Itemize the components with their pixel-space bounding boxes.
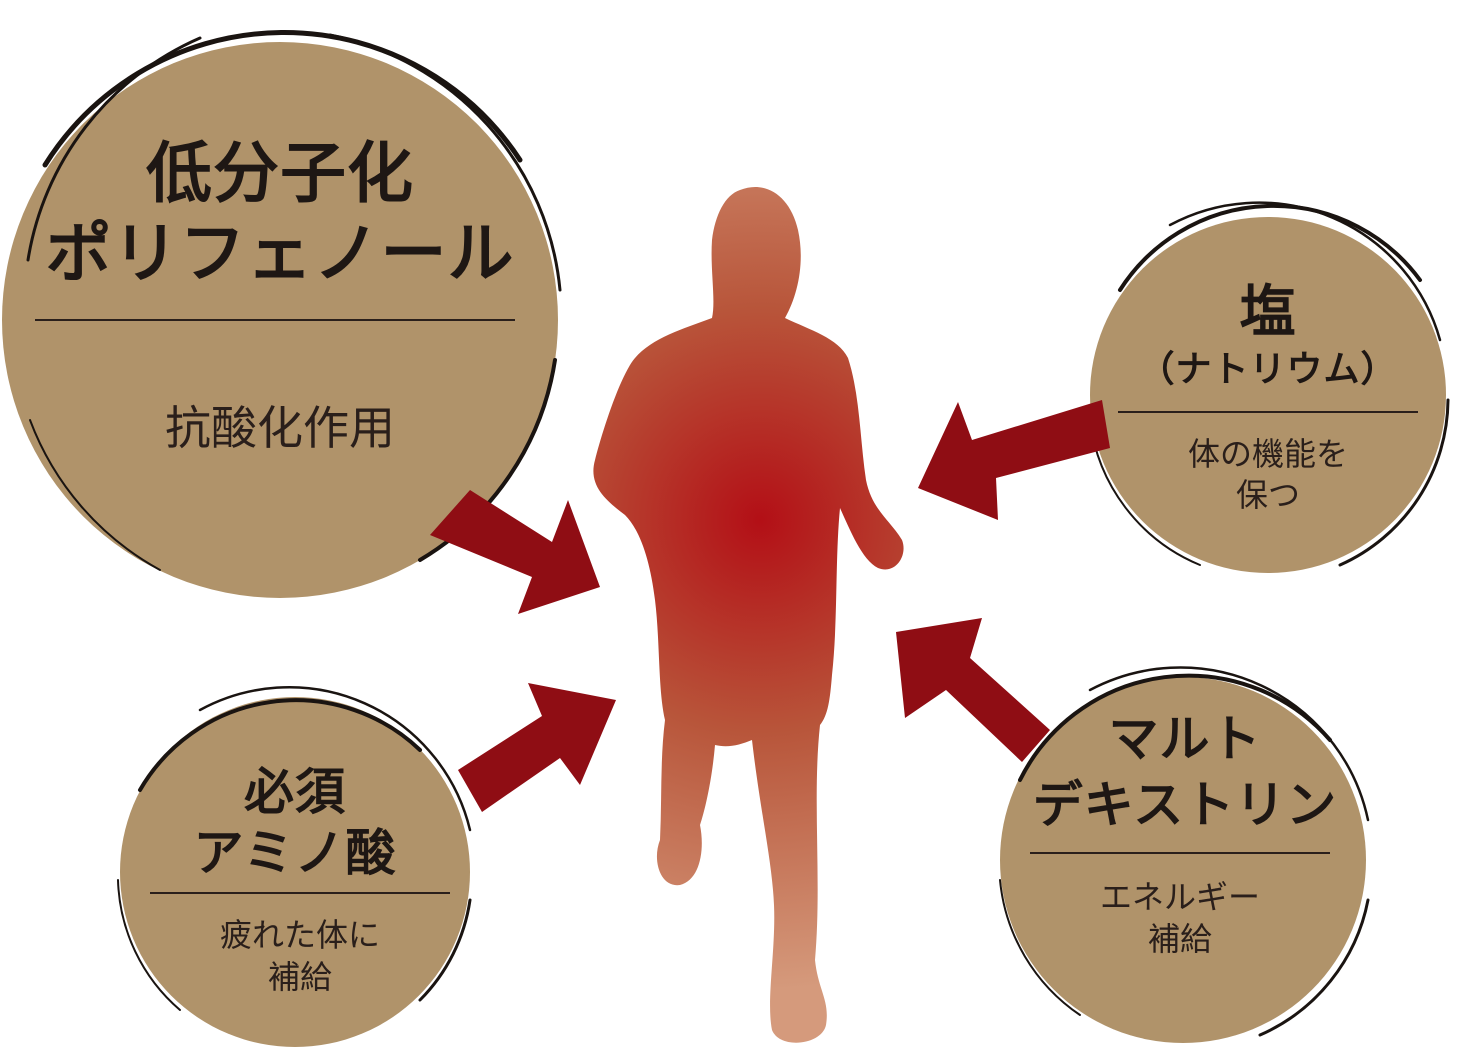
arrow-maltodextrin (896, 618, 1050, 762)
polyphenol-desc: 抗酸化作用 (165, 401, 395, 455)
runner-silhouette (593, 186, 904, 1043)
salt-divider (1118, 411, 1418, 413)
arrow-polyphenol (430, 490, 600, 614)
maltodextrin-desc-line1: エネルギー (1099, 878, 1260, 916)
polyphenol-title-line1: 低分子化 (146, 135, 414, 212)
salt-desc-line2: 保つ (1235, 476, 1300, 514)
amino-desc-line1: 疲れた体に (219, 916, 380, 954)
salt-title-line2: （ナトリウム） (1138, 349, 1398, 390)
circle-salt (1089, 201, 1450, 573)
polyphenol-divider (35, 319, 515, 321)
maltodextrin-desc-line2: 補給 (1147, 920, 1212, 958)
circle-amino (117, 686, 472, 1047)
amino-divider (150, 892, 450, 894)
amino-desc-line2: 補給 (267, 958, 332, 996)
arrow-amino (458, 683, 616, 812)
amino-title-line1: 必須 (244, 763, 346, 821)
maltodextrin-title-line2: デキストリン (1032, 776, 1338, 834)
amino-title-line2: アミノ酸 (193, 824, 397, 882)
circle-maltodextrin (999, 666, 1370, 1043)
maltodextrin-divider (1030, 852, 1330, 854)
maltodextrin-title-line1: マルト (1108, 710, 1262, 768)
salt-title-line1: 塩 (1239, 280, 1297, 345)
arrow-salt (918, 400, 1110, 520)
polyphenol-title-line2: ポリフェノール (45, 215, 515, 292)
salt-desc-line1: 体の機能を (1187, 435, 1348, 473)
